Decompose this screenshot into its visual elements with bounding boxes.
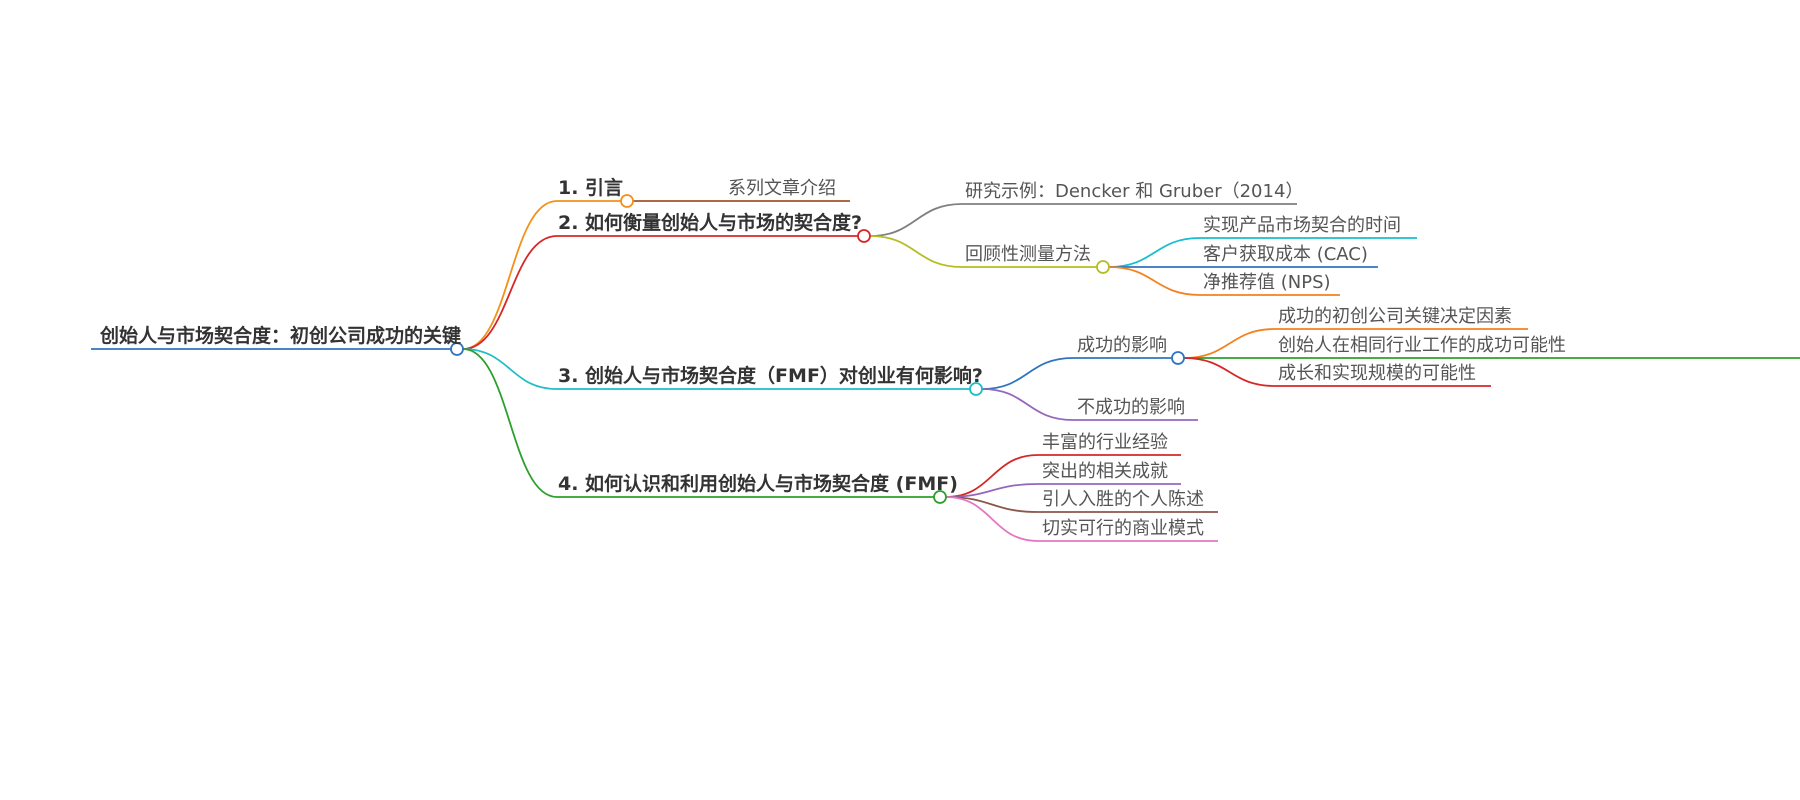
root-collapse-toggle[interactable] [450, 342, 464, 356]
subtopic-connector-4-1 [945, 454, 1039, 498]
leaf-topic-3-1-3[interactable]: 成长和实现规模的可能性 [1278, 363, 1476, 384]
subtopic-connector-3-1 [981, 357, 1074, 390]
subtopic-connector-4-4 [945, 496, 1039, 542]
leaf-connector-2-2-1 [1108, 237, 1201, 268]
root-topic[interactable]: 创始人与市场契合度：初创公司成功的关键 [100, 325, 462, 347]
subtopic-connector-2-2 [869, 235, 963, 268]
collapse-toggle-2[interactable] [857, 229, 871, 243]
collapse-toggle-3[interactable] [969, 382, 983, 396]
subtopic-connector-4-2 [945, 483, 1039, 498]
branch-topic-2[interactable]: 2. 如何衡量创始人与市场的契合度? [558, 212, 863, 234]
subtopic-4-3[interactable]: 引人入胜的个人陈述 [1042, 489, 1204, 510]
collapse-toggle-2-2[interactable] [1096, 260, 1110, 274]
branch-connector-1 [462, 200, 558, 350]
leaf-topic-2-2-3[interactable]: 净推荐值 (NPS) [1203, 272, 1331, 293]
collapse-toggle-4[interactable] [933, 490, 947, 504]
leaf-connector-3-1-3 [1183, 357, 1276, 387]
branch-connector-4 [462, 348, 558, 498]
subtopic-3-2[interactable]: 不成功的影响 [1077, 397, 1185, 418]
leaf-connector-3-1-1 [1183, 328, 1276, 359]
subtopic-2-1[interactable]: 研究示例：Dencker 和 Gruber（2014） [965, 181, 1304, 202]
branch-topic-1[interactable]: 1. 引言 [558, 177, 624, 199]
subtopic-2-2[interactable]: 回顾性测量方法 [965, 244, 1091, 265]
subtopic-3-1[interactable]: 成功的影响 [1077, 335, 1167, 356]
subtopic-4-4[interactable]: 切实可行的商业模式 [1042, 518, 1204, 539]
leaf-topic-3-1-2[interactable]: 创始人在相同行业工作的成功可能性 [1278, 335, 1566, 356]
subtopic-4-1[interactable]: 丰富的行业经验 [1042, 432, 1168, 453]
collapse-toggle-1[interactable] [620, 194, 634, 208]
branch-connector-3 [462, 348, 558, 390]
leaf-topic-2-2-2[interactable]: 客户获取成本 (CAC) [1203, 244, 1368, 265]
subtopic-connector-3-2 [981, 388, 1074, 421]
leaf-topic-2-2-1[interactable]: 实现产品市场契合的时间 [1203, 215, 1401, 236]
leaf-topic-3-1-1[interactable]: 成功的初创公司关键决定因素 [1278, 306, 1512, 327]
subtopic-1-1[interactable]: 系列文章介绍 [728, 178, 836, 199]
subtopic-4-2[interactable]: 突出的相关成就 [1042, 461, 1168, 482]
leaf-connector-2-2-3 [1108, 266, 1201, 296]
collapse-toggle-3-1[interactable] [1171, 351, 1185, 365]
branch-topic-3[interactable]: 3. 创始人与市场契合度（FMF）对创业有何影响? [558, 365, 983, 387]
branch-topic-4[interactable]: 4. 如何认识和利用创始人与市场契合度 (FMF) [558, 473, 958, 495]
subtopic-connector-2-1 [869, 203, 963, 237]
branch-connector-2 [462, 235, 558, 350]
